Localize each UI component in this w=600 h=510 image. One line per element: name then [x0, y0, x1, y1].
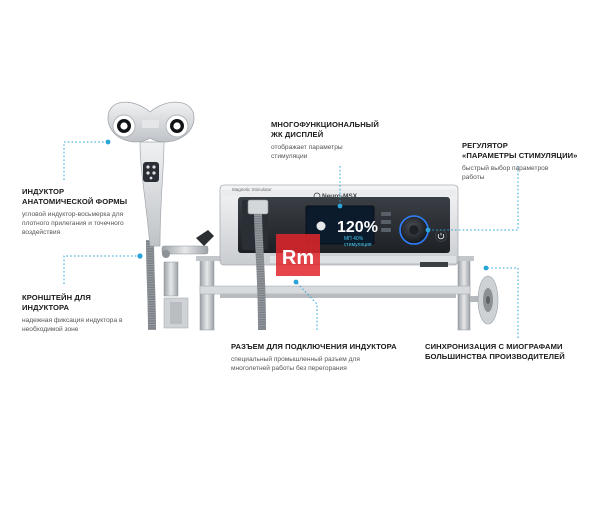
panel-label: Magnetic Stimulator — [232, 187, 272, 192]
leader-sync — [486, 267, 519, 338]
callout-inductor-desc: угловой индуктор-восьмерка для плотного … — [22, 211, 124, 237]
screen-line1: МП 40% — [344, 236, 364, 242]
screen-line2: стимуляция — [344, 242, 372, 248]
callout-connector: РАЗЪЕМ ДЛЯ ПОДКЛЮЧЕНИЯ ИНДУКТОРА специал… — [231, 342, 411, 373]
callout-sync: СИНХРОНИЗАЦИЯ С МИОГРАФАМИ БОЛЬШИНСТВА П… — [425, 342, 595, 365]
callout-regulator-title: РЕГУЛЯТОР «ПАРАМЕТРЫ СТИМУЛЯЦИИ» — [462, 141, 578, 160]
callout-regulator: РЕГУЛЯТОР «ПАРАМЕТРЫ СТИМУЛЯЦИИ» быстрый… — [462, 141, 597, 182]
callout-inductor: ИНДУКТОР АНАТОМИЧЕСКОЙ ФОРМЫ угловой инд… — [22, 187, 152, 238]
panel-button-2[interactable] — [381, 220, 391, 224]
trolley-frame — [196, 256, 474, 331]
callout-bracket-title: КРОНШТЕЙН ДЛЯ ИНДУКТОРА — [22, 293, 91, 312]
inductor-cable — [146, 199, 269, 331]
brand-logo-icon — [313, 192, 321, 200]
inductor-connector — [247, 199, 269, 215]
callout-display-desc: отображает параметры стимуляции — [271, 144, 343, 161]
callout-bracket-desc: надежная фиксация индуктора в необходимо… — [22, 317, 123, 334]
watermark-text: Rm — [282, 247, 314, 269]
callout-connector-desc: специальный промышленный разъем для мног… — [231, 356, 360, 373]
watermark: Rm — [276, 234, 320, 276]
leader-lines — [63, 139, 519, 338]
callout-display-title: МНОГОФУНКЦИОНАЛЬНЫЙ ЖК ДИСПЛЕЙ — [271, 120, 379, 139]
callout-inductor-title: ИНДУКТОР АНАТОМИЧЕСКОЙ ФОРМЫ — [22, 187, 128, 206]
panel-button-1[interactable] — [381, 212, 391, 216]
power-icon — [437, 232, 445, 240]
sync-wheel — [470, 275, 499, 325]
figure-eight-inductor — [107, 101, 195, 247]
panel-button-3[interactable] — [381, 228, 391, 232]
leader-inductor — [63, 141, 108, 180]
callout-sync-title: СИНХРОНИЗАЦИЯ С МИОГРАФАМИ БОЛЬШИНСТВА П… — [425, 342, 565, 361]
inductor-bracket — [161, 230, 214, 329]
callout-regulator-desc: быстрый выбор параметров работы — [462, 165, 549, 182]
screen-percent: 120% — [337, 219, 378, 236]
callout-display: МНОГОФУНКЦИОНАЛЬНЫЙ ЖК ДИСПЛЕЙ отображае… — [271, 120, 401, 161]
callout-connector-title: РАЗЪЕМ ДЛЯ ПОДКЛЮЧЕНИЯ ИНДУКТОРА — [231, 342, 397, 351]
screen-icon — [316, 221, 326, 231]
power-button[interactable] — [435, 230, 447, 242]
leader-bracket — [63, 255, 140, 284]
leader-connector — [295, 281, 318, 330]
callout-bracket: КРОНШТЕЙН ДЛЯ ИНДУКТОРА надежная фиксаци… — [22, 293, 152, 334]
